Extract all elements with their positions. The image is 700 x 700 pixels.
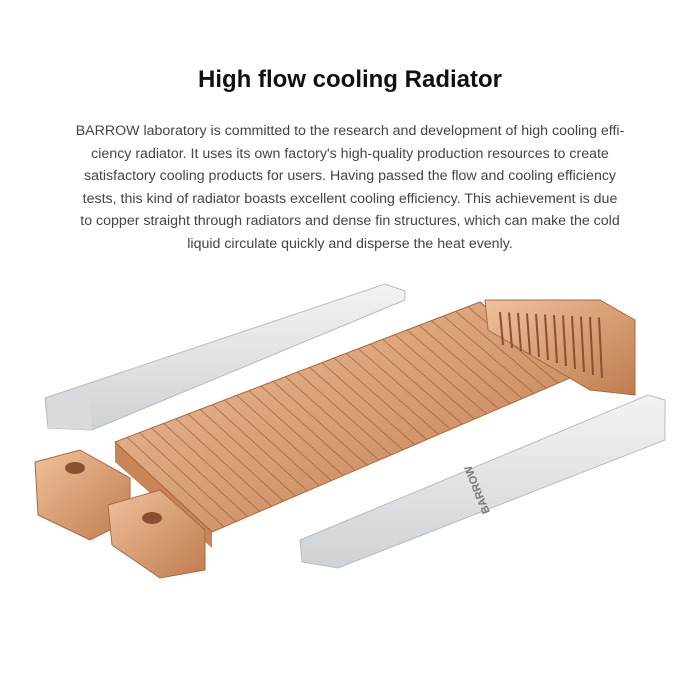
fin bbox=[455, 310, 547, 389]
slot bbox=[580, 316, 585, 373]
fin bbox=[272, 380, 368, 466]
fin bbox=[138, 432, 237, 523]
fin bbox=[248, 390, 344, 476]
fin bbox=[370, 343, 463, 425]
fin bbox=[358, 348, 451, 430]
fin bbox=[285, 376, 380, 461]
description-line: satisfactory cooling products for users.… bbox=[83, 168, 617, 184]
fin bbox=[382, 338, 475, 420]
description-line: liquid circulate quickly and disperse th… bbox=[187, 235, 513, 252]
fin bbox=[309, 366, 404, 451]
description-line: BARROW laboratory is committed to the re… bbox=[75, 123, 625, 139]
fin bbox=[406, 329, 499, 410]
top-bracket bbox=[44, 283, 406, 431]
fin bbox=[321, 362, 416, 446]
bottom-bracket: BARROW bbox=[299, 394, 666, 569]
right-end-tank bbox=[484, 299, 636, 396]
description: BARROW laboratory is committed to the re… bbox=[0, 120, 700, 255]
fin bbox=[163, 422, 261, 512]
slot bbox=[562, 315, 567, 367]
fin bbox=[297, 371, 392, 456]
slot bbox=[499, 311, 504, 346]
fin bbox=[394, 334, 487, 415]
radiator-exploded-view: BARROW bbox=[34, 283, 666, 579]
slot bbox=[508, 312, 513, 349]
slot bbox=[589, 316, 594, 376]
slot bbox=[571, 315, 576, 370]
slot bbox=[544, 314, 549, 361]
page-title: High flow cooling Radiator bbox=[198, 66, 502, 93]
fin bbox=[224, 399, 320, 487]
description-line: ciency radiator. It uses its own factory… bbox=[91, 145, 609, 162]
fin bbox=[345, 352, 440, 435]
fin bbox=[211, 404, 308, 492]
slot bbox=[535, 313, 540, 358]
fin bbox=[151, 427, 249, 517]
slot bbox=[553, 314, 558, 364]
slot bbox=[598, 317, 603, 379]
slot bbox=[526, 313, 531, 355]
fin bbox=[199, 408, 296, 497]
fin bbox=[126, 436, 225, 528]
port-icon bbox=[142, 512, 162, 524]
left-end-block bbox=[34, 449, 206, 579]
slot bbox=[517, 312, 522, 352]
description-line: tests, this kind of radiator boasts exce… bbox=[82, 190, 618, 207]
fin bbox=[443, 315, 535, 394]
fin bbox=[260, 385, 356, 471]
fin bbox=[431, 320, 523, 399]
fin bbox=[333, 357, 428, 440]
fin bbox=[175, 418, 273, 507]
port-icon bbox=[65, 462, 85, 474]
fin bbox=[236, 394, 332, 482]
fin bbox=[187, 413, 284, 502]
fin bbox=[418, 324, 511, 405]
description-line: to copper straight through radiators and… bbox=[80, 213, 620, 229]
fin bbox=[114, 441, 213, 533]
